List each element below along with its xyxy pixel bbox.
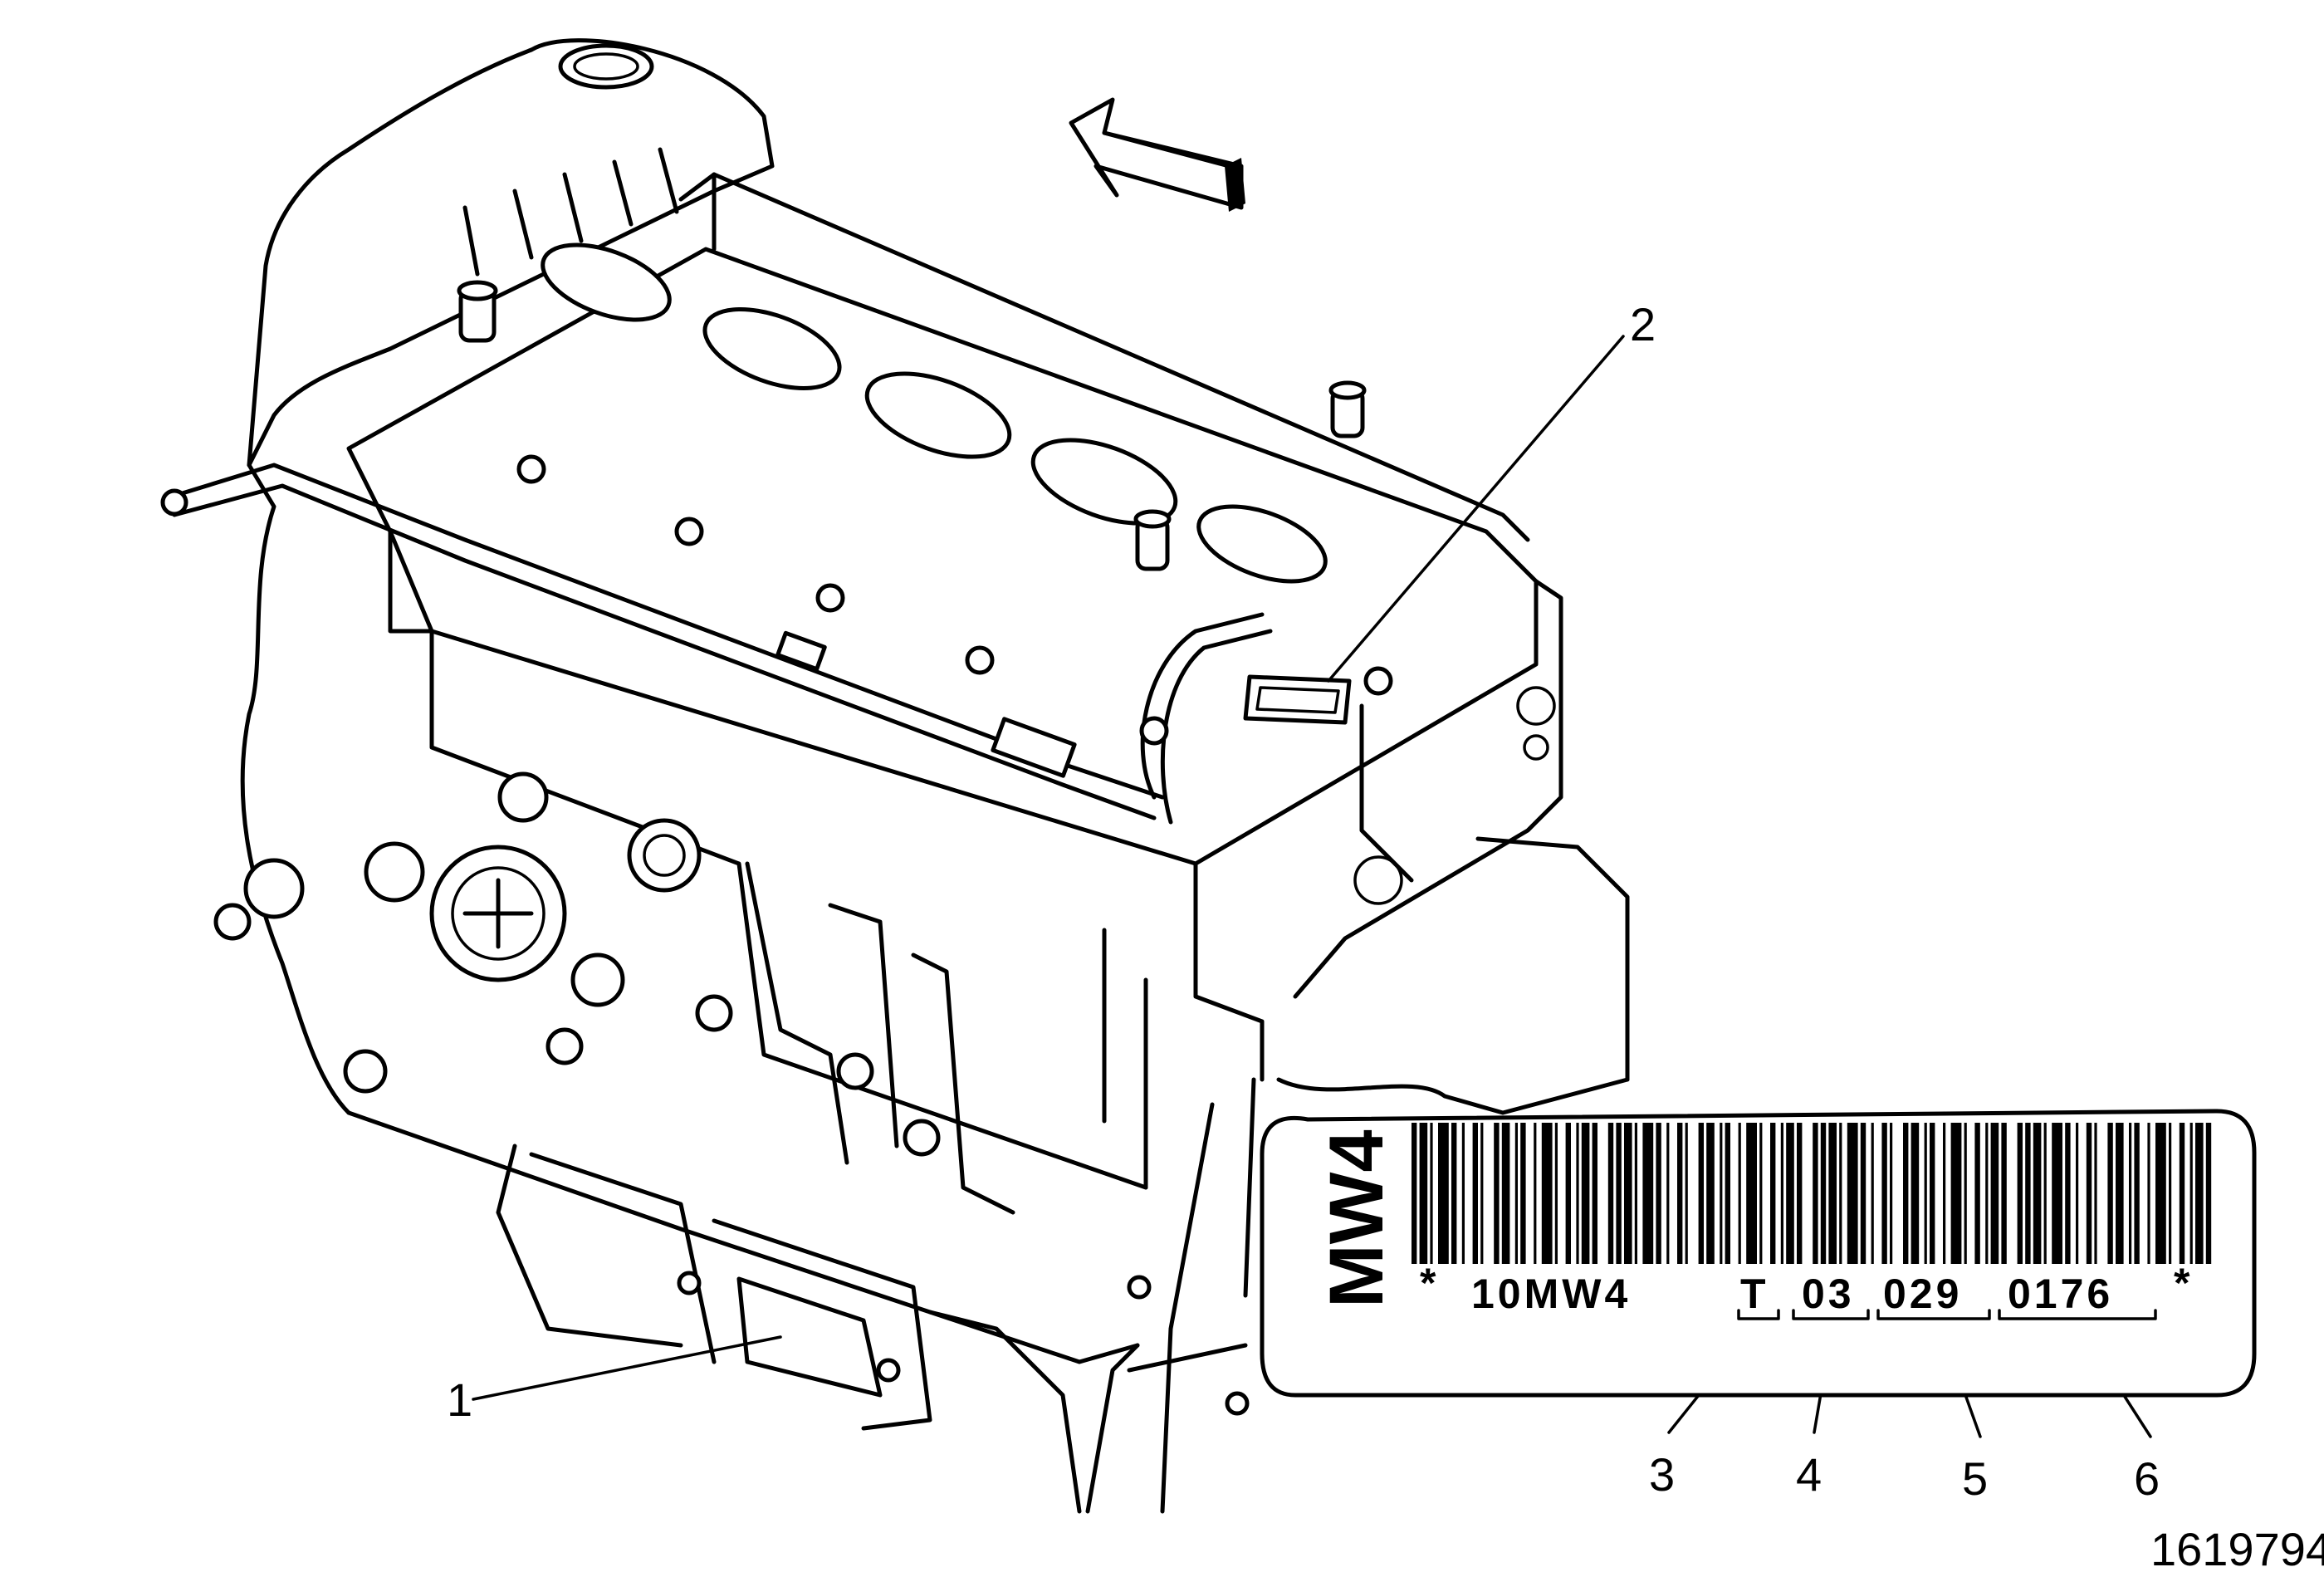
barcode-bar [2076,1123,2079,1264]
barcode-bar [1624,1123,1632,1264]
barcode-bar [1514,1123,1518,1264]
barcode-bar [1720,1123,1723,1264]
barcode-bar [1430,1123,1433,1264]
sequence-number: 0176 [2008,1271,2113,1317]
barcode-bar [2033,1123,2042,1264]
barcode-bar [1576,1123,1579,1264]
barcode-bar [1786,1123,1794,1264]
barcode-bar [1472,1123,1478,1264]
barcode-bar [1770,1123,1776,1264]
build-day: 029 [1883,1271,1962,1317]
barcode-bar [1461,1123,1465,1264]
barcode-bar [1706,1123,1715,1264]
barcode [1412,1123,2212,1264]
engine-id-label: MW4 * 10MW4 T 03 029 0176 * [1260,1109,2257,1398]
barcode-bar [1634,1123,1637,1264]
barcode-bar [1616,1123,1622,1264]
barcode-bar [1890,1123,1893,1264]
barcode-bar [2116,1123,2124,1264]
barcode-bar [1828,1123,1837,1264]
barcode-bar [1881,1123,1887,1264]
barcode-bar [2017,1123,2023,1264]
barcode-bar [2094,1123,2097,1264]
barcode-bar [2189,1123,2193,1264]
barcode-bar [1451,1123,1457,1264]
barcode-bar [1541,1123,1553,1264]
callout-5: 5 [1962,1452,1988,1505]
barcode-bar [2001,1123,2007,1264]
barcode-bar [1780,1123,1783,1264]
barcode-bar [1924,1123,1927,1264]
barcode-bar [1930,1123,1935,1264]
barcode-bar [1839,1123,1842,1264]
barcode-bar [1494,1123,1500,1264]
barcode-bar [1501,1123,1510,1264]
build-month: 03 [1802,1271,1855,1317]
barcode-bar [2025,1123,2031,1264]
barcode-bar [1950,1123,1962,1264]
star-right: * [2174,1260,2193,1306]
barcode-bar [1974,1123,1980,1264]
barcode-bar [1871,1123,1874,1264]
barcode-bar [1438,1123,1449,1264]
barcode-bar [1903,1123,1909,1264]
barcode-bar [1656,1123,1661,1264]
barcode-bar [1990,1123,1999,1264]
barcode-bar [1419,1123,1428,1264]
barcode-bar [1860,1123,1867,1264]
barcode-bar [1725,1123,1730,1264]
barcode-bar [2043,1123,2047,1264]
barcode-bar [1685,1123,1688,1264]
barcode-bar [1797,1123,1803,1264]
barcode-bar [1698,1123,1704,1264]
serial-prefix: 10MW4 [1471,1271,1631,1317]
engine-code: MW4 [1314,1129,1399,1308]
barcode-bar [2179,1123,2185,1264]
barcode-bar [2065,1123,2071,1264]
barcode-bar [1820,1123,1827,1264]
barcode-bar [2195,1123,2204,1264]
barcode-bar [1534,1123,1537,1264]
callout-3: 3 [1649,1448,1675,1501]
barcode-bar [2155,1123,2166,1264]
barcode-bar [1911,1123,1920,1264]
barcode-bar [2147,1123,2150,1264]
barcode-bar [1480,1123,1484,1264]
callout-2: 2 [1630,298,1656,350]
barcode-bar [1738,1123,1741,1264]
barcode-bar [1746,1123,1757,1264]
barcode-bar [2107,1123,2113,1264]
star-left: * [1420,1260,1439,1306]
barcode-bar [2052,1123,2062,1264]
barcode-bar [2169,1123,2172,1264]
barcode-bar [1642,1123,1654,1264]
barcode-bar [2205,1123,2212,1264]
barcode-bar [1813,1123,1818,1264]
callout-4: 4 [1796,1448,1822,1501]
barcode-bar [1412,1123,1417,1264]
barcode-bar [1666,1123,1670,1264]
barcode-bar [1607,1123,1614,1264]
barcode-bar [1759,1123,1763,1264]
engine-assembly [160,38,1630,1514]
barcode-bar [1565,1123,1571,1264]
barcode-bar [1847,1123,1858,1264]
barcode-bar [1943,1123,1946,1264]
callout-1: 1 [447,1374,472,1426]
barcode-bar [1985,1123,1989,1264]
barcode-bar [2129,1123,2132,1264]
barcode-bar [2086,1123,2092,1264]
figure-number: 1619794 [2150,1523,2324,1572]
barcode-bar [1554,1123,1558,1264]
barcode-bar [1677,1123,1683,1264]
callout-6: 6 [2134,1452,2160,1505]
plant-code: T [1740,1271,1769,1317]
barcode-bar [1581,1123,1590,1264]
barcode-bar [1520,1123,1526,1264]
barcode-bar [1964,1123,1967,1264]
front-direction-arrow-icon [1069,97,1245,212]
barcode-bar [1592,1123,1597,1264]
barcode-bar [2134,1123,2140,1264]
